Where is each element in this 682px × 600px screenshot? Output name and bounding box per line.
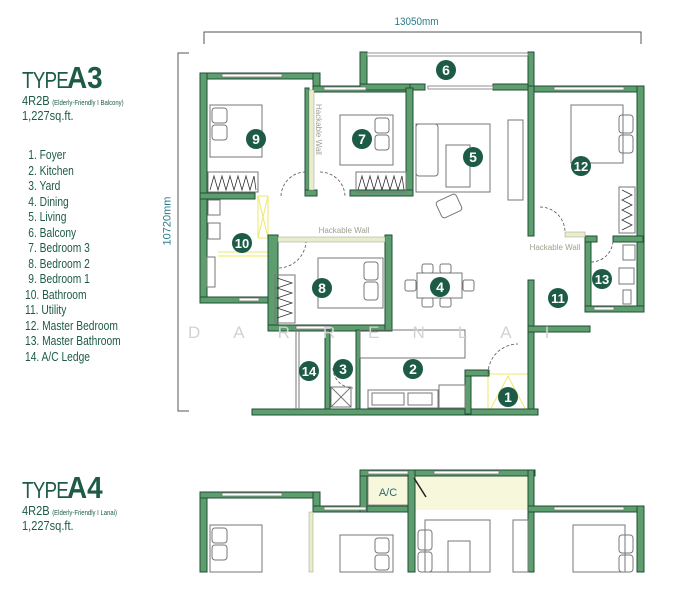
svg-text:4: 4 — [436, 279, 444, 295]
hackable-wall-label: Hackable Wall — [530, 243, 581, 252]
layout-note: (Elderly-Friendly I Lanai) — [52, 510, 118, 517]
marker-14: 14 — [299, 361, 319, 381]
marker-5: 5 — [463, 147, 483, 167]
legend-item: 14. A/C Ledge — [25, 349, 90, 364]
hackable-wall-label: Hackable Wall — [314, 104, 323, 155]
ac-label: A/C — [379, 487, 397, 499]
marker-10: 10 — [232, 233, 252, 253]
watermark: DARRENLAI — [188, 323, 583, 342]
type-a4-layout: 4R2B(Elderly-Friendly I Lanai) — [22, 503, 117, 518]
legend-item: 12. Master Bedroom — [25, 318, 118, 333]
layout-note: (Elderly-Friendly I Balcony) — [52, 100, 124, 107]
svg-text:2: 2 — [409, 361, 417, 377]
svg-text:3: 3 — [339, 361, 347, 377]
svg-text:7: 7 — [358, 131, 366, 147]
marker-13: 13 — [592, 269, 612, 289]
svg-text:9: 9 — [252, 131, 260, 147]
type-word: TYPE — [22, 477, 69, 503]
legend-item: 1. Foyer — [28, 148, 66, 162]
type-word: TYPE — [22, 67, 69, 93]
width-dimension: 13050mm — [394, 16, 439, 28]
legend-item: 2. Kitchen — [28, 163, 74, 178]
legend-item: 9. Bedroom 1 — [28, 272, 90, 286]
svg-text:14: 14 — [302, 364, 317, 379]
marker-12: 12 — [571, 156, 591, 176]
type-a3-area: 1,227sq.ft. — [22, 108, 74, 123]
legend-item: 4. Dining — [28, 194, 69, 209]
legend-item: 6. Balcony — [28, 225, 77, 240]
marker-4: 4 — [430, 277, 450, 297]
type-a3-heading: TYPE A3 4R2B(Elderly-Friendly I Balcony)… — [22, 62, 142, 123]
type-a4-heading: TYPE A4 4R2B(Elderly-Friendly I Lanai) 1… — [22, 472, 134, 533]
marker-8: 8 — [312, 278, 332, 298]
legend-item: 3. Yard — [28, 179, 61, 193]
svg-text:1: 1 — [504, 389, 512, 405]
legend-item: 13. Master Bathroom — [25, 334, 121, 348]
layout-code: 4R2B — [22, 93, 50, 108]
svg-text:5: 5 — [469, 149, 477, 165]
dimension-lines — [177, 31, 642, 412]
svg-text:11: 11 — [551, 291, 565, 306]
marker-7: 7 — [352, 129, 372, 149]
type-a4-plan — [199, 469, 645, 573]
room-markers: 1 2 3 4 5 6 7 8 9 10 11 12 13 14 — [232, 60, 612, 407]
svg-text:6: 6 — [442, 62, 450, 78]
legend-item: 10. Bathroom — [25, 287, 87, 302]
type-a4-area: 1,227sq.ft. — [22, 518, 74, 533]
svg-text:13: 13 — [595, 272, 609, 287]
svg-text:8: 8 — [318, 280, 326, 296]
legend-item: 11. Utility — [25, 303, 67, 317]
marker-3: 3 — [333, 359, 353, 379]
type-code: A4 — [66, 470, 103, 505]
svg-text:12: 12 — [574, 159, 588, 174]
type-a3-layout: 4R2B(Elderly-Friendly I Balcony) — [22, 93, 124, 108]
marker-1: 1 — [498, 387, 518, 407]
room-legend: 1. Foyer 2. Kitchen 3. Yard 4. Dining 5.… — [25, 148, 142, 365]
type-code: A3 — [66, 60, 103, 95]
legend-item: 8. Bedroom 2 — [28, 256, 90, 271]
marker-6: 6 — [436, 60, 456, 80]
marker-9: 9 — [246, 129, 266, 149]
type-a4-title: TYPE A4 — [22, 472, 134, 503]
hackable-wall-label: Hackable Wall — [319, 226, 370, 235]
layout-code: 4R2B — [22, 503, 50, 518]
marker-11: 11 — [548, 288, 568, 308]
type-a3-plan — [199, 51, 645, 416]
legend-item: 5. Living — [28, 210, 67, 224]
svg-text:10: 10 — [235, 236, 249, 251]
type-a3-title: TYPE A3 — [22, 62, 142, 93]
marker-2: 2 — [403, 359, 423, 379]
legend-item: 7. Bedroom 3 — [28, 241, 90, 255]
